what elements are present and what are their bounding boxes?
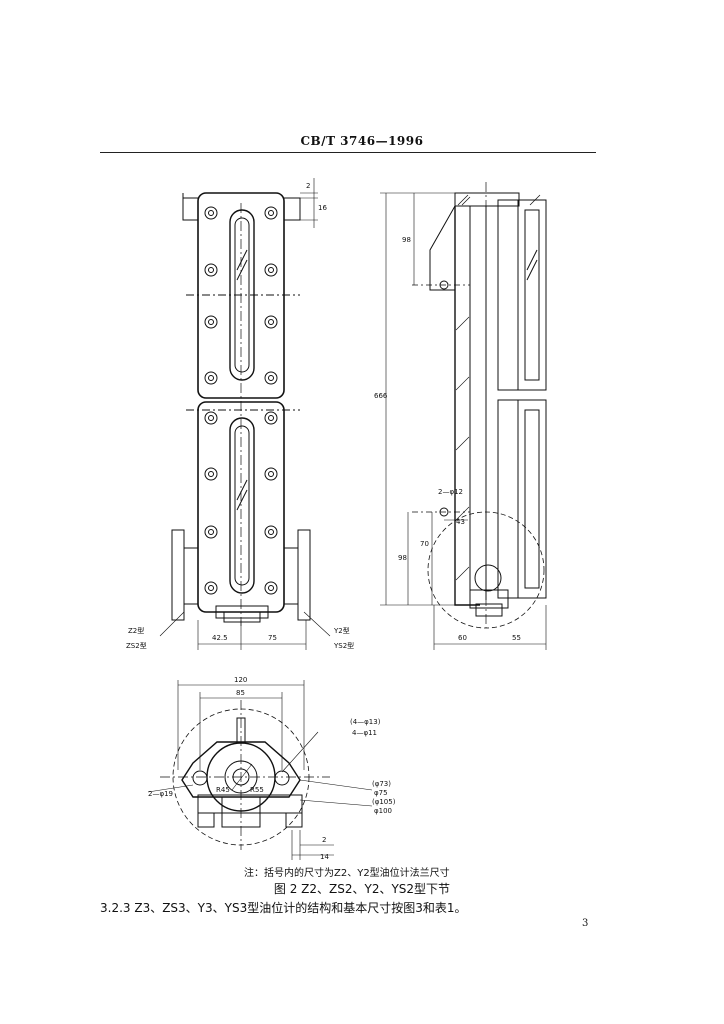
dim-16: 16	[318, 204, 327, 212]
dim-85: 85	[236, 689, 245, 697]
dim-phi75: φ75	[374, 789, 388, 797]
dim-120: 120	[234, 676, 247, 684]
dim-phi73: (φ73)	[372, 780, 391, 788]
dim-666: 666	[374, 392, 388, 400]
figure-note: 注：括号内的尺寸为Z2、Y2型油位计法兰尺寸	[244, 868, 450, 879]
figure-caption: 图 2 Z2、ZS2、Y2、YS2型下节	[273, 882, 451, 896]
dim-4-phi13: (4—φ13)	[350, 718, 381, 726]
dim-70: 70	[420, 540, 429, 548]
dimension-labels: 2 16 98 666 2—φ12 43 70 98 60 55 42.5 75…	[126, 182, 521, 861]
radius-r55: R55	[250, 786, 264, 794]
radius-r45: R45	[216, 786, 230, 794]
label-z2: Z2型	[128, 626, 144, 635]
dim-98-top: 98	[402, 236, 411, 244]
dim-2-phi19: 2—φ19	[148, 790, 173, 798]
body-paragraph: 3.2.3 Z3、ZS3、Y3、YS3型油位计的结构和基本尺寸按图3和表1。	[100, 901, 467, 915]
dim-60: 60	[458, 634, 467, 642]
label-zs2: ZS2型	[126, 641, 147, 650]
dim-2: 2	[306, 182, 310, 190]
dim-43: 43	[456, 518, 465, 526]
dim-2b: 2	[322, 836, 326, 844]
page-number: 3	[582, 918, 589, 929]
front-view	[159, 178, 331, 650]
dim-42-5: 42.5	[212, 634, 228, 642]
dim-phi100: φ100	[374, 807, 392, 815]
dim-75: 75	[268, 634, 277, 642]
dim-98-bottom: 98	[398, 554, 407, 562]
dim-phi105: (φ105)	[372, 798, 396, 806]
bolt-group	[204, 206, 278, 595]
label-y2: Y2型	[333, 626, 350, 635]
header-rule	[100, 152, 596, 153]
dim-55: 55	[512, 634, 521, 642]
plan-view	[147, 680, 373, 860]
page-header: CB/T 3746—1996	[300, 134, 424, 148]
dim-14: 14	[320, 853, 329, 861]
dim-4-phi11: 4—φ11	[352, 729, 377, 737]
label-ys2: YS2型	[333, 641, 354, 650]
dim-2-phi12: 2—φ12	[438, 488, 463, 496]
side-view	[380, 182, 547, 650]
